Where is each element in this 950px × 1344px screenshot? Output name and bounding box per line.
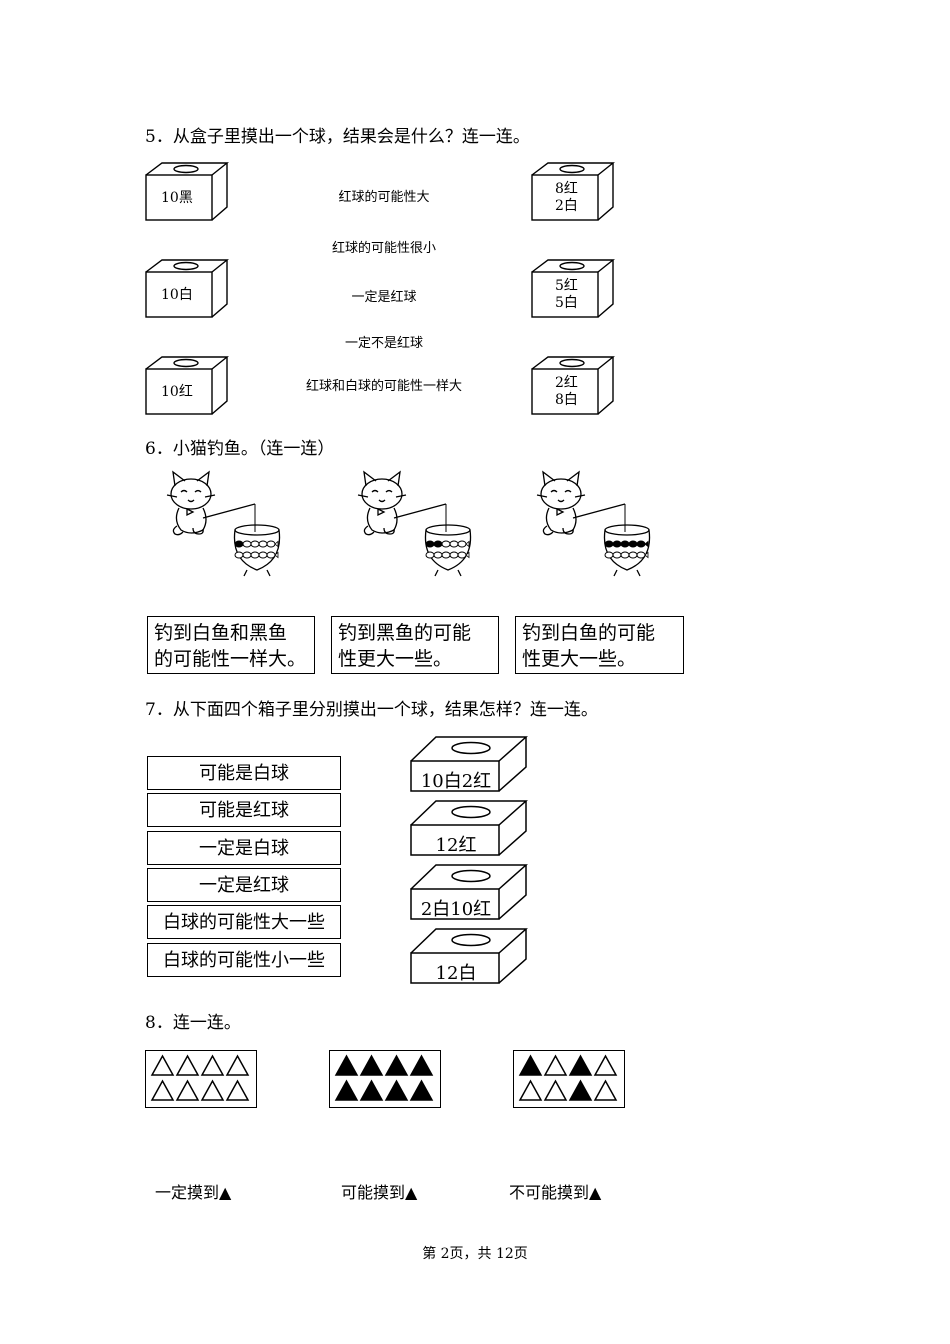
q5-option-3[interactable]: 一定是红球	[351, 290, 417, 305]
box-drawing	[531, 356, 615, 415]
cat-drawing	[536, 470, 651, 577]
box-drawing	[410, 864, 528, 920]
q8-label-3[interactable]: 不可能摸到▲	[509, 1183, 602, 1202]
black-triangle	[359, 1079, 384, 1101]
page-footer: 第 2页，共 12页	[422, 1246, 528, 1262]
box-drawing	[410, 800, 528, 856]
cat-fishing-1	[163, 470, 318, 580]
cat-fishing-3	[533, 470, 688, 580]
black-triangle	[384, 1079, 409, 1101]
q8-triangle-box-3[interactable]	[513, 1050, 625, 1108]
white-triangle	[175, 1079, 200, 1101]
q8-title: 8．连一连。	[145, 1013, 241, 1033]
white-triangle	[150, 1079, 175, 1101]
box-drawing	[145, 162, 229, 221]
white-triangle	[518, 1079, 543, 1101]
box-drawing	[410, 928, 528, 984]
box-label: 10红	[161, 384, 193, 400]
q7-option-4[interactable]: 一定是红球	[147, 868, 341, 902]
box-label: 10白	[161, 287, 193, 303]
q5-left-box-3: 10红	[145, 356, 229, 416]
q7-box-3[interactable]: 2白10红	[410, 864, 528, 930]
box-label: 2白10红	[420, 899, 492, 920]
white-triangle	[200, 1054, 225, 1076]
box-label: 12白	[435, 963, 477, 984]
box-drawing	[145, 259, 229, 318]
box-label: 5白	[555, 295, 578, 311]
box-label: 8白	[555, 392, 578, 408]
box-line: 性更大一些。	[522, 648, 637, 670]
q8-triangle-box-2[interactable]	[329, 1050, 441, 1108]
box-drawing	[531, 259, 615, 318]
q5-option-5[interactable]: 红球和白球的可能性一样大	[305, 379, 462, 394]
black-triangle	[409, 1054, 434, 1076]
cat-drawing	[357, 470, 472, 577]
q8-triangle-box-1[interactable]	[145, 1050, 257, 1108]
white-triangle	[543, 1054, 568, 1076]
box-drawing	[531, 162, 615, 221]
q6-answer-box-3[interactable]: 钓到白鱼的可能 性更大一些。	[515, 616, 684, 674]
box-label: 5红	[555, 278, 578, 294]
q8-label-1[interactable]: 一定摸到▲	[155, 1183, 232, 1202]
box-label: 12红	[435, 835, 477, 856]
box-line: 的可能性一样大。	[154, 648, 307, 670]
q8-label-2[interactable]: 可能摸到▲	[341, 1183, 418, 1202]
box-label: 10白2红	[420, 771, 492, 792]
black-triangle	[409, 1079, 434, 1101]
box-label: 10黑	[161, 190, 193, 206]
white-triangle	[225, 1054, 250, 1076]
white-triangle	[225, 1079, 250, 1101]
q6-answer-box-1[interactable]: 钓到白鱼和黑鱼 的可能性一样大。	[147, 616, 315, 674]
box-line: 性更大一些。	[338, 648, 453, 670]
white-triangle	[593, 1079, 618, 1101]
box-line: 钓到白鱼的可能	[522, 622, 656, 644]
box-drawing	[410, 736, 528, 792]
white-triangle	[175, 1054, 200, 1076]
box-label: 2白	[555, 198, 578, 214]
black-triangle	[359, 1054, 384, 1076]
triangle-grid	[334, 1054, 434, 1101]
box-line: 钓到白鱼和黑鱼	[154, 622, 288, 644]
q6-title: 6．小猫钓鱼。（连一连）	[145, 439, 335, 459]
box-line: 钓到黑鱼的可能	[338, 622, 472, 644]
q5-option-2[interactable]: 红球的可能性很小	[331, 241, 436, 256]
triangle-grid	[150, 1054, 250, 1101]
black-triangle	[334, 1054, 359, 1076]
q5-title: 5．从盒子里摸出一个球，结果会是什么？连一连。	[145, 127, 530, 147]
q7-option-2[interactable]: 可能是红球	[147, 793, 341, 827]
box-drawing	[145, 356, 229, 415]
q7-option-3[interactable]: 一定是白球	[147, 831, 341, 865]
q7-box-2[interactable]: 12红	[410, 800, 528, 866]
q7-option-6[interactable]: 白球的可能性小一些	[147, 943, 341, 977]
triangle-grid	[518, 1054, 618, 1101]
q7-box-4[interactable]: 12白	[410, 928, 528, 994]
q5-option-1[interactable]: 红球的可能性大	[338, 190, 430, 205]
cat-fishing-2	[354, 470, 509, 580]
white-triangle	[543, 1079, 568, 1101]
white-triangle	[593, 1054, 618, 1076]
black-triangle	[568, 1079, 593, 1101]
q5-option-4[interactable]: 一定不是红球	[344, 336, 423, 351]
q6-answer-box-2[interactable]: 钓到黑鱼的可能 性更大一些。	[331, 616, 499, 674]
q7-option-1[interactable]: 可能是白球	[147, 756, 341, 790]
black-triangle	[568, 1054, 593, 1076]
black-triangle	[384, 1054, 409, 1076]
box-label: 8红	[555, 181, 578, 197]
box-label: 2红	[555, 375, 578, 391]
white-triangle	[200, 1079, 225, 1101]
cat-drawing	[166, 470, 281, 577]
white-triangle	[150, 1054, 175, 1076]
q7-option-5[interactable]: 白球的可能性大一些	[147, 905, 341, 939]
q7-title: 7．从下面四个箱子里分别摸出一个球，结果怎样？连一连。	[145, 700, 598, 720]
black-triangle	[334, 1079, 359, 1101]
q5-left-box-2: 10白	[145, 259, 229, 319]
black-triangle	[518, 1054, 543, 1076]
q7-box-1[interactable]: 10白2红	[410, 736, 528, 802]
q5-left-box-1: 10黑	[145, 162, 229, 222]
